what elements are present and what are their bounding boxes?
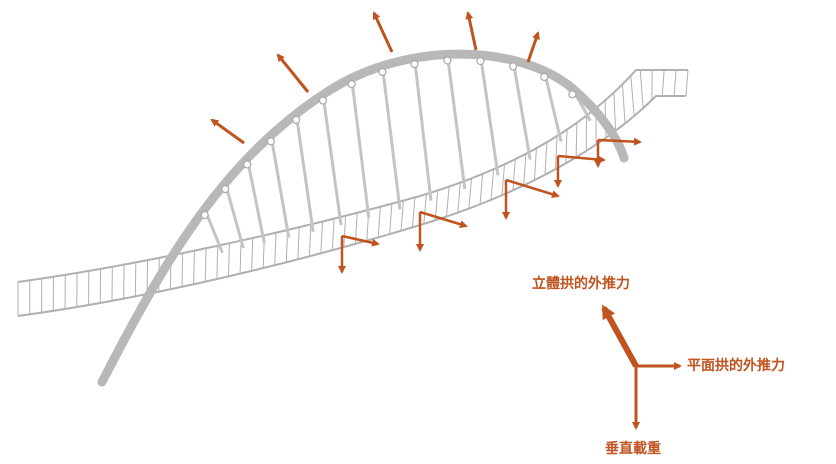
deck-slat bbox=[545, 142, 547, 175]
deck-slat bbox=[566, 130, 567, 164]
deck-slat bbox=[321, 221, 323, 253]
deck-slat bbox=[182, 253, 183, 287]
deck-slat bbox=[458, 183, 461, 213]
hanger-cable bbox=[447, 54, 464, 189]
hanger-cable bbox=[247, 158, 264, 243]
deck-slat bbox=[686, 70, 688, 96]
deck-slat bbox=[424, 194, 427, 224]
bridge-arch bbox=[102, 54, 624, 382]
deck-slat bbox=[524, 154, 526, 186]
deck-slat bbox=[534, 148, 536, 180]
deck-slat bbox=[412, 197, 415, 227]
thrust-arrow bbox=[468, 13, 476, 50]
deck-slat bbox=[309, 224, 311, 256]
thrust-arrow bbox=[278, 55, 308, 92]
planar-thrust-label: 平面拱的外推力 bbox=[687, 358, 785, 374]
deck-slat bbox=[480, 174, 483, 204]
deck-slat bbox=[378, 207, 380, 238]
hanger-node bbox=[267, 138, 274, 145]
hanger-node bbox=[379, 68, 386, 75]
deck-arrow-pair bbox=[420, 212, 466, 250]
deck-slat bbox=[631, 76, 634, 116]
hanger-nodes bbox=[201, 57, 576, 219]
deck-slat bbox=[491, 169, 494, 200]
hanger-cable bbox=[382, 66, 400, 210]
deck-slat bbox=[275, 233, 276, 266]
thrust-arrow bbox=[374, 13, 392, 52]
spatial-thrust-arrow bbox=[604, 308, 636, 366]
hanger-node bbox=[569, 91, 576, 98]
hanger-node bbox=[477, 58, 484, 65]
deck-slat bbox=[240, 241, 241, 274]
deck-slat bbox=[228, 243, 229, 276]
thrust-arrow bbox=[528, 33, 538, 62]
force-legend-arrows bbox=[604, 308, 680, 428]
hanger-cable bbox=[225, 183, 243, 248]
deck-slat bbox=[205, 248, 206, 281]
deck-slat bbox=[469, 178, 472, 208]
deck-slat bbox=[614, 93, 616, 131]
arch-hangers bbox=[205, 54, 591, 252]
deck-slat bbox=[513, 159, 515, 190]
hanger-node bbox=[444, 57, 451, 64]
hanger-node bbox=[319, 97, 326, 104]
hanger-cable bbox=[352, 78, 369, 218]
hanger-node bbox=[348, 81, 355, 88]
thrust-arrow bbox=[212, 120, 244, 143]
deck-slat bbox=[298, 227, 299, 259]
hanger-node bbox=[201, 212, 208, 219]
deck-slat bbox=[662, 70, 664, 96]
deck-slat bbox=[446, 187, 449, 217]
spatial-thrust-label: 立體拱的外推力 bbox=[532, 276, 630, 292]
deck-slat bbox=[390, 204, 392, 234]
deck-slat bbox=[622, 84, 625, 123]
hanger-node bbox=[541, 73, 548, 80]
deck-slat bbox=[252, 238, 253, 271]
deck-arrow-pair bbox=[342, 236, 378, 272]
hanger-cable bbox=[480, 55, 498, 175]
deck-slat bbox=[576, 123, 577, 158]
hanger-cable bbox=[323, 95, 341, 225]
hanger-node bbox=[244, 161, 251, 168]
hanger-node bbox=[510, 63, 517, 70]
hanger-cable bbox=[271, 135, 289, 237]
deck-arrow-pair bbox=[506, 180, 558, 218]
hanger-node bbox=[222, 186, 229, 193]
deck-slat bbox=[332, 219, 334, 251]
deck-slat bbox=[344, 216, 346, 247]
deck-slat bbox=[640, 70, 643, 108]
deck-slat bbox=[502, 164, 504, 195]
deck-slat bbox=[217, 246, 218, 279]
hanger-cable bbox=[513, 60, 530, 159]
deck-slat bbox=[674, 70, 676, 96]
deck-slat bbox=[194, 251, 195, 285]
hanger-cable bbox=[296, 114, 313, 232]
hanger-cable bbox=[415, 58, 431, 201]
hanger-node bbox=[293, 116, 300, 123]
hanger-node bbox=[411, 61, 418, 68]
vertical-load-label: 垂直載重 bbox=[605, 441, 661, 457]
deck-slat bbox=[401, 201, 403, 231]
